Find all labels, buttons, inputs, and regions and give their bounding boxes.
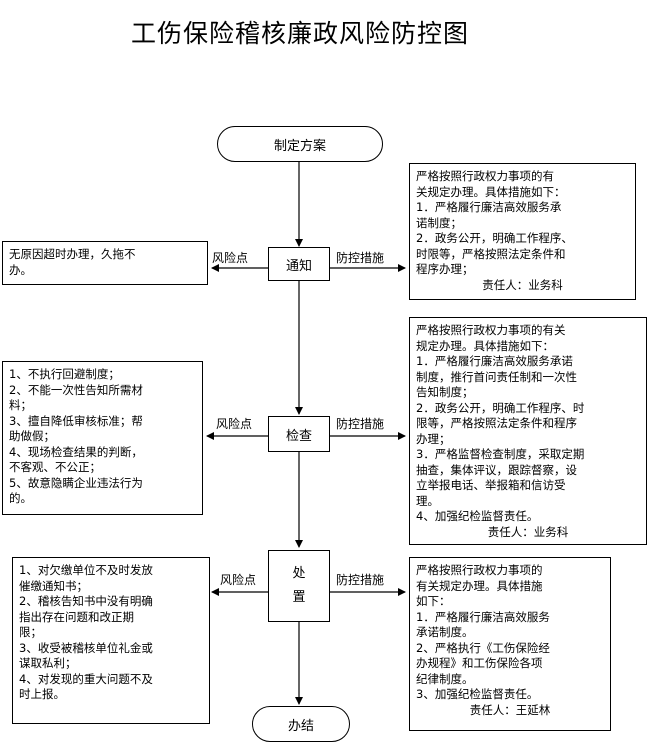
dispose-risk-line: 指出存在问题和改正期 (19, 609, 134, 624)
node-dispose-label-1: 处 (292, 566, 306, 581)
notify-control-line: 关规定办理。具体措施如下： (416, 184, 566, 199)
notify-control-line: 2．政务公开，明确工作程序、 (416, 231, 573, 245)
notify-control-line: 时限等，严格按照法定条件和 (416, 246, 566, 261)
label-notify-risk: 风险点 (212, 251, 249, 265)
notify-risk-box: 无原因超时办理，久拖不 办。 (2, 241, 208, 285)
inspect-control-line: 3．严格监督检查制度，采取定期 (416, 447, 585, 461)
dispose-control-line: 有关规定办理。具体措施 (416, 578, 543, 593)
inspect-control-line: 制度，推行首问责任制和一次性 (416, 369, 577, 384)
inspect-control-line: 规定办理。具体措施如下： (416, 338, 554, 353)
inspect-risk-line: 的。 (9, 491, 32, 505)
inspect-control-line: 严格按照行政权力事项的有关 (416, 323, 566, 337)
dispose-control-line: 办规程》和工伤保险各项 (416, 656, 543, 670)
notify-control-line: 严格按照行政权力事项的有 (416, 169, 554, 183)
dispose-control-box: 严格按照行政权力事项的 有关规定办理。具体措施 如下： 1．严格履行廉洁高效服务… (409, 557, 611, 731)
inspect-control-line: 办理； (416, 431, 451, 446)
dispose-control-line: 1．严格履行廉洁高效服务 (416, 609, 550, 624)
node-dispose-label-2: 置 (292, 590, 306, 605)
inspect-control-line: 2．政务公开，明确工作程序、时 (416, 400, 585, 415)
node-dispose: 处 置 (268, 550, 330, 622)
dispose-control-responsible: 责任人：王延林 (469, 702, 551, 717)
inspect-risk-line: 4、现场检查结果的判断， (9, 444, 143, 459)
dispose-risk-line: 3、收受被稽核单位礼金或 (19, 640, 153, 655)
node-start-label: 制定方案 (273, 138, 326, 154)
dispose-risk-line: 2、稽核告知书中没有明确 (19, 594, 153, 608)
inspect-risk-line: 5、故意隐瞒企业违法行为 (9, 475, 143, 490)
inspect-control-line: 1．严格履行廉洁高效服务承诺 (416, 354, 573, 368)
inspect-risk-line: 助做假； (9, 429, 55, 443)
inspect-control-line: 立举报电话、举报箱和信访受 (416, 478, 566, 492)
node-inspect-label: 检查 (285, 428, 312, 444)
dispose-control-line: 纪律制度。 (416, 671, 474, 686)
inspect-control-line: 理。 (416, 493, 439, 508)
dispose-control-line: 2、严格执行《工伤保险经 (416, 640, 550, 655)
notify-control-line: 诺制度； (416, 215, 462, 230)
dispose-control-line: 承诺制度。 (416, 625, 474, 639)
notify-risk-line: 无原因超时办理，久拖不 (9, 247, 136, 261)
inspect-control-line: 限等，严格按照法定条件和程序 (416, 416, 577, 430)
label-inspect-risk: 风险点 (216, 417, 253, 431)
dispose-risk-line: 谋取私利； (19, 656, 77, 670)
inspect-risk-line: 1、不执行回避制度； (9, 367, 120, 381)
dispose-risk-line: 4、对发现的重大问题不及 (19, 671, 153, 686)
inspect-risk-line: 料； (9, 398, 32, 412)
node-end: 办结 (252, 706, 350, 742)
inspect-risk-box: 1、不执行回避制度； 2、不能一次性告知所需材 料； 3、擅自降低审核标准；帮 … (2, 361, 203, 515)
inspect-control-responsible: 责任人：业务科 (487, 524, 569, 539)
label-notify-control: 防控措施 (336, 251, 385, 265)
node-start: 制定方案 (217, 126, 383, 162)
node-notify: 通知 (268, 247, 330, 281)
node-end-label: 办结 (287, 718, 314, 734)
inspect-risk-line: 2、不能一次性告知所需材 (9, 382, 143, 397)
notify-control-line: 程序办理； (416, 262, 474, 276)
dispose-risk-line: 1、对欠缴单位不及时发放 (19, 563, 153, 577)
page-title: 工伤保险稽核廉政风险防控图 (130, 19, 469, 48)
notify-control-responsible: 责任人：业务科 (482, 277, 563, 292)
inspect-control-box: 严格按照行政权力事项的有关 规定办理。具体措施如下： 1．严格履行廉洁高效服务承… (409, 317, 647, 545)
label-dispose-control: 防控措施 (336, 573, 385, 587)
notify-control-box: 严格按照行政权力事项的有 关规定办理。具体措施如下： 1．严格履行廉洁高效服务承… (409, 163, 636, 300)
notify-risk-line: 办。 (9, 262, 32, 277)
inspect-risk-line: 3、擅自降低审核标准；帮 (9, 413, 143, 428)
dispose-control-line: 严格按照行政权力事项的 (416, 563, 543, 577)
dispose-risk-line: 限； (19, 625, 42, 639)
dispose-control-line: 3、加强纪检监督责任。 (416, 687, 539, 701)
notify-control-line: 1．严格履行廉洁高效服务承 (416, 200, 562, 214)
inspect-control-line: 抽查，集体评议，跟踪督察，设 (416, 462, 577, 477)
node-notify-label: 通知 (285, 258, 312, 274)
inspect-control-line: 4、加强纪检监督责任。 (416, 509, 539, 523)
label-inspect-control: 防控措施 (336, 417, 385, 431)
inspect-risk-line: 不客观、不公正； (9, 460, 101, 474)
dispose-control-line: 如下： (416, 594, 451, 608)
dispose-risk-line: 催缴通知书； (19, 578, 88, 593)
inspect-control-line: 告知制度； (416, 385, 474, 399)
dispose-risk-box: 1、对欠缴单位不及时发放 催缴通知书； 2、稽核告知书中没有明确 指出存在问题和… (12, 557, 210, 724)
node-inspect: 检查 (268, 416, 330, 452)
label-dispose-risk: 风险点 (220, 573, 257, 587)
dispose-risk-line: 时上报。 (19, 687, 65, 701)
